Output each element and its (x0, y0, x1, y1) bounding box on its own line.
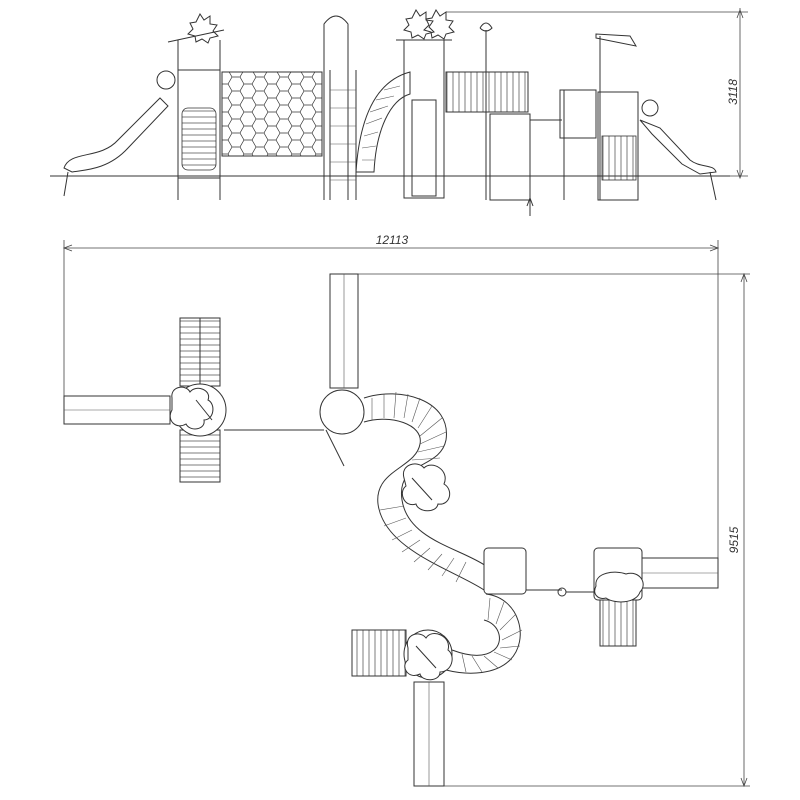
center-right-tower-plan (483, 547, 594, 597)
right-steps-plan (599, 599, 637, 647)
height-label: 3118 (726, 79, 740, 105)
suspension-bridge (445, 22, 529, 200)
bottom-tower-plan (351, 629, 453, 787)
left-tower-plan (63, 317, 324, 483)
s-tunnel-plan (363, 391, 487, 591)
left-tower (156, 13, 225, 200)
tunnel-roof-plan (401, 463, 451, 512)
lower-tunnel-plan (445, 593, 523, 674)
width-dimension: 12113 (62, 233, 720, 582)
left-steps-plan (179, 429, 221, 483)
top-tower-plan (319, 273, 365, 467)
plan-view: 12113 9515 (62, 233, 750, 788)
center-tower (396, 9, 455, 199)
ladder-tower (323, 15, 357, 200)
right-roof-plan (594, 571, 644, 603)
depth-dimension: 9515 (356, 272, 750, 788)
right-tower (595, 33, 659, 201)
curved-tube-elevation (355, 71, 411, 173)
sun-decoration-center (403, 9, 435, 40)
height-dimension: 3118 (446, 8, 748, 180)
tunnel-ribs (371, 391, 467, 583)
width-label: 12113 (376, 233, 409, 247)
sun-decoration-left (187, 13, 219, 44)
left-roof-plan (169, 386, 214, 430)
elevation-view: 3118 (50, 8, 748, 216)
bottom-steps-plan (351, 629, 407, 677)
right-slide (639, 119, 717, 175)
hex-climbing-net (221, 71, 323, 157)
depth-label: 9515 (727, 526, 741, 553)
right-middle-structure (489, 89, 597, 216)
right-tower-plan (593, 547, 719, 647)
left-slide (63, 97, 169, 173)
